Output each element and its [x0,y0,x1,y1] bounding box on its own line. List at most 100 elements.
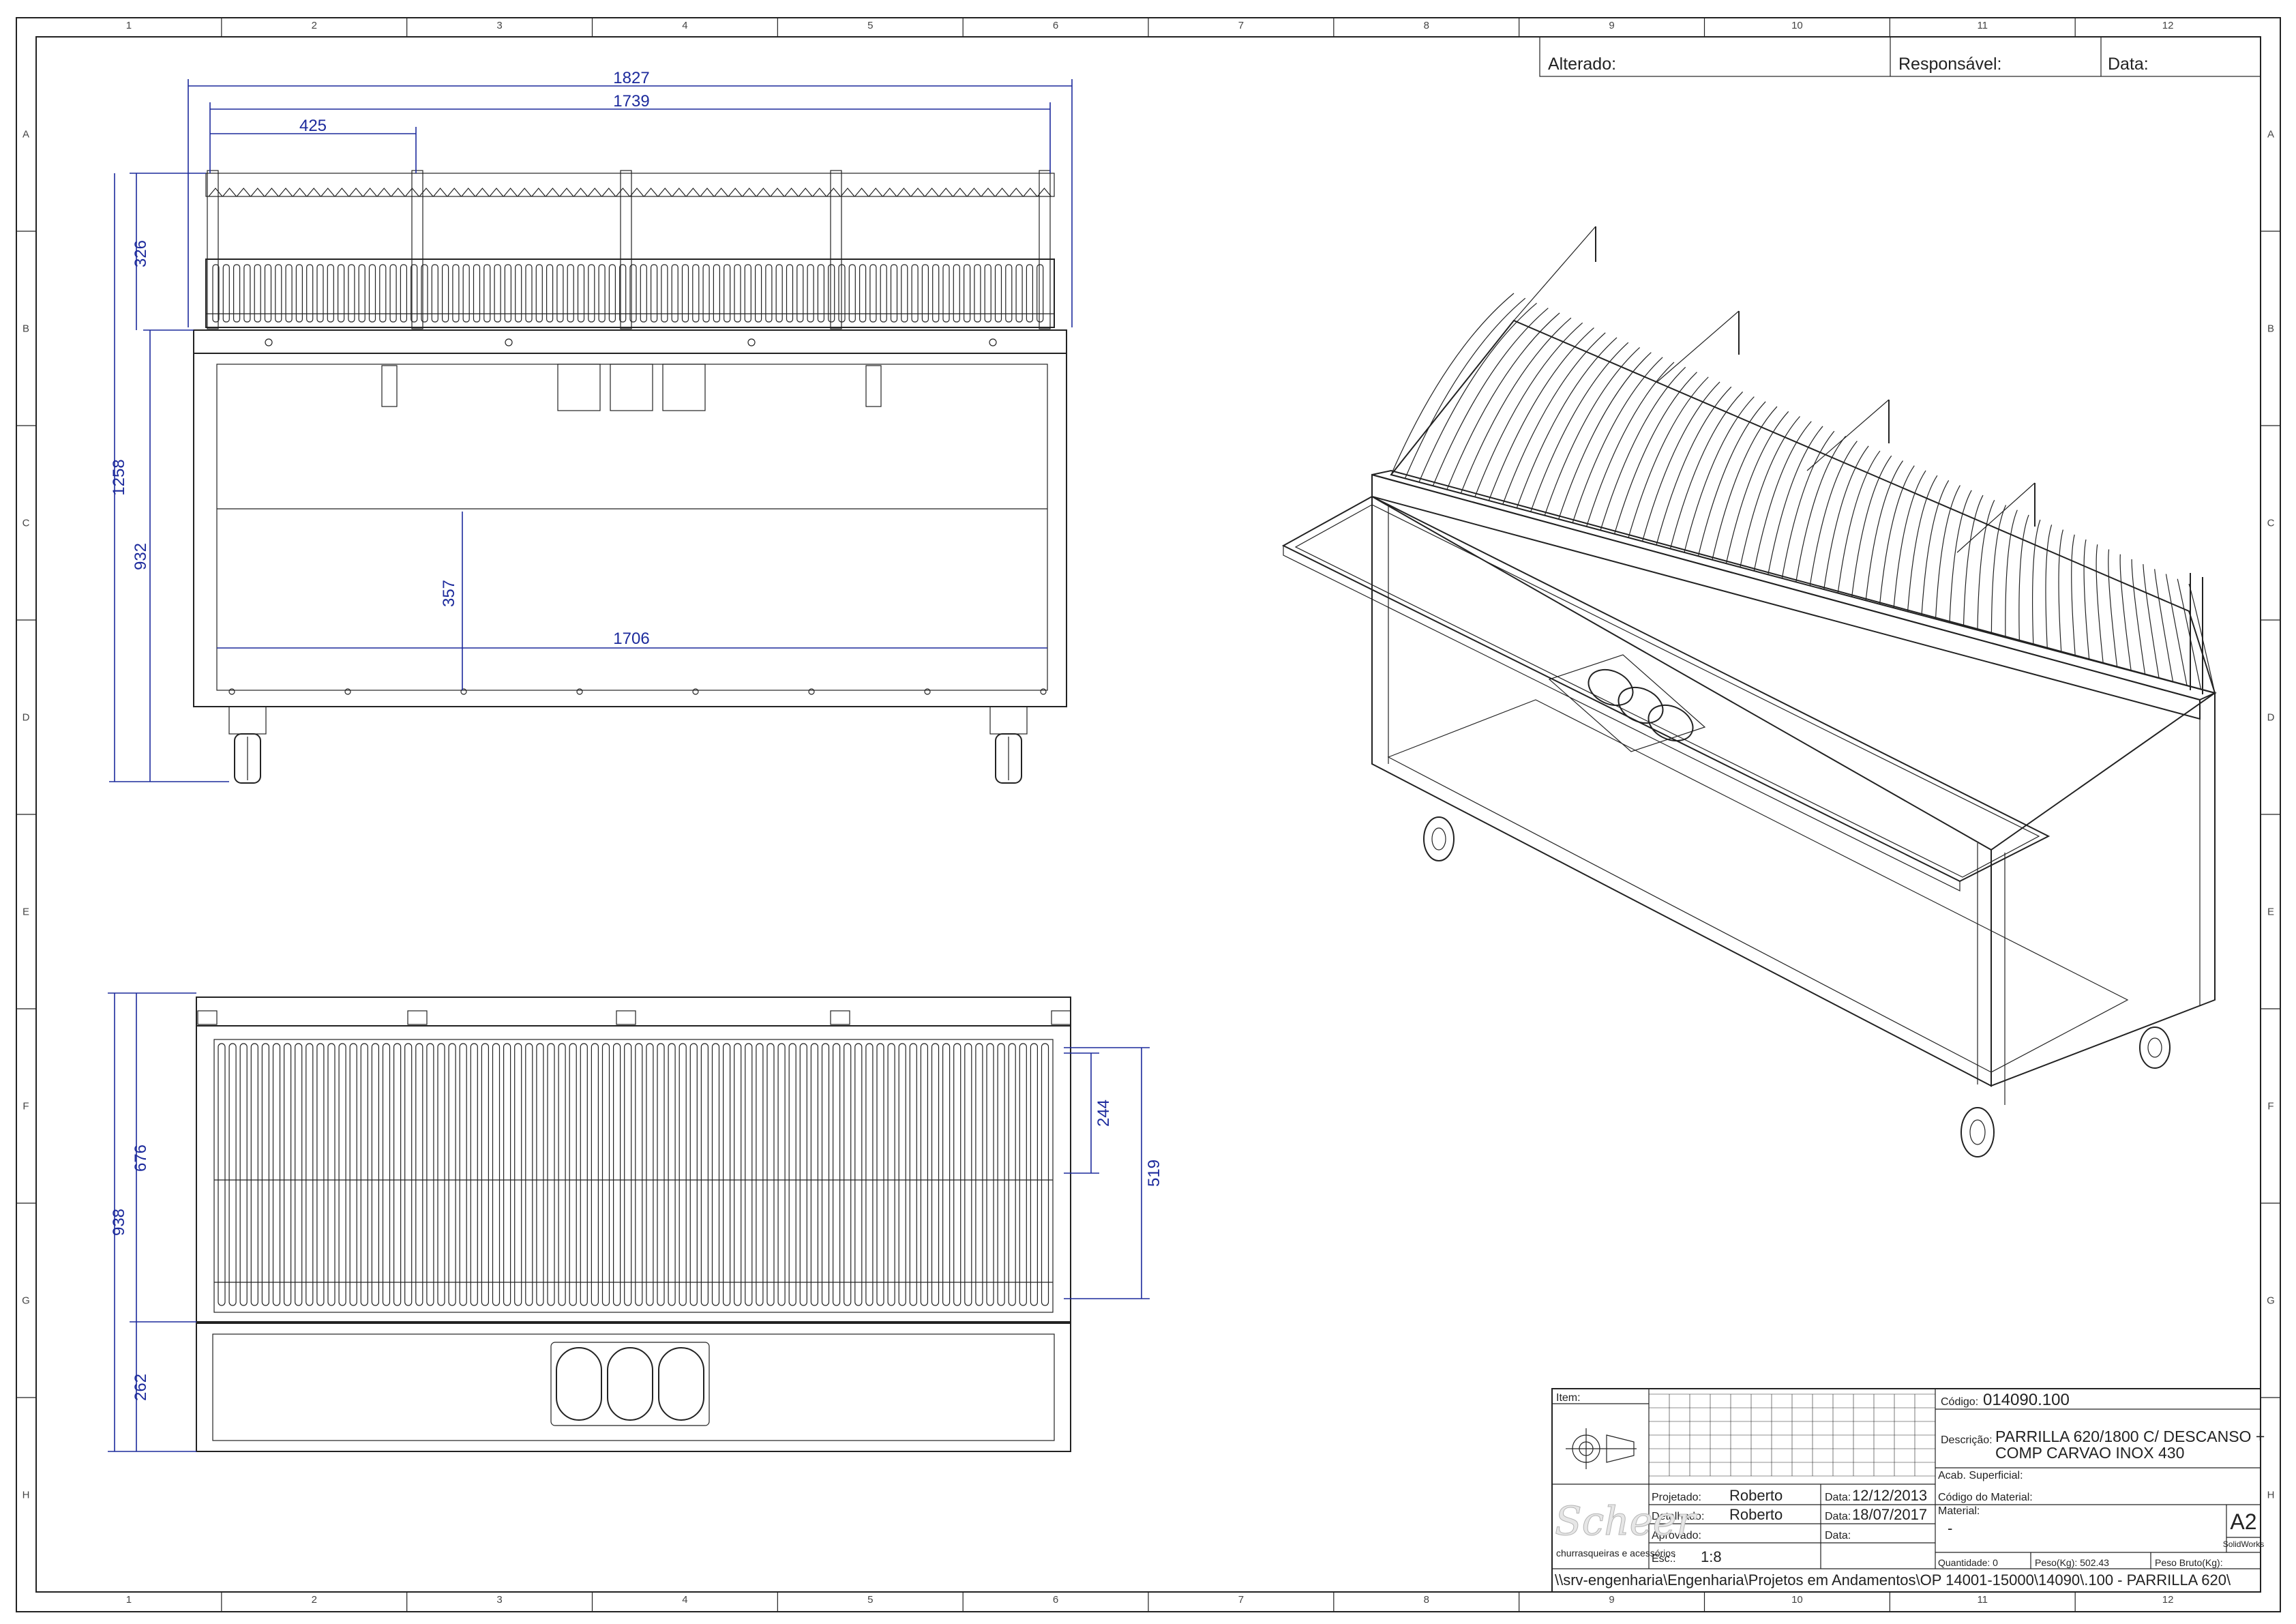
responsible-label: Responsável: [1898,55,2001,74]
detailed-by: Roberto [1729,1506,1783,1523]
zone-row-label: C [23,518,30,529]
front-grill-box [205,259,1055,328]
designed-by: Roberto [1729,1487,1783,1504]
approved-label: Aprovado: [1652,1530,1701,1541]
iso-containers [1548,654,1706,752]
zone-row-label: C [2267,518,2275,529]
scale-label: Esc.: [1652,1553,1676,1565]
iso-wheel-front-left [1423,816,1455,861]
date-label: Data: [2108,55,2149,74]
dim-grid-depth: 519 [1145,1160,1163,1187]
front-left-wheel [228,706,267,784]
zone-row-label: A [23,129,29,141]
svg-text:Scheer: Scheer [1555,1498,1697,1544]
zone-col-label: 8 [1424,1594,1429,1606]
zone-col-label: 8 [1424,20,1429,31]
designed-date-label: Data: [1825,1492,1851,1503]
code-value: 014090.100 [1983,1391,2070,1409]
iso-grill-bars [1390,226,2216,694]
title-block: Item: Código: 014090.100 Descrição: PARR… [1551,1388,2265,1593]
software-label: SolidWorks [2223,1539,2264,1549]
zone-col-label: 11 [1977,1594,1988,1606]
zone-row-label: B [2267,323,2274,335]
zone-row-label: H [23,1490,30,1501]
zone-col-label: 9 [1609,20,1614,31]
dim-grill-height: 326 [132,240,150,267]
iso-lower-shelf [1387,699,2129,1073]
zone-col-label: 10 [1791,1594,1803,1606]
zone-row-label: G [22,1295,30,1307]
top-grill-frame [196,1025,1071,1323]
front-container-2 [610,364,653,411]
finish-label: Acab. Superficial: [1938,1470,2023,1481]
zone-row-label: G [2267,1295,2275,1307]
front-grill-slots [206,188,1054,323]
zone-col-label: 1 [126,20,132,31]
front-container-3 [662,364,706,411]
dim-body-height: 932 [132,543,150,570]
dim-grill-depth: 676 [132,1145,150,1172]
svg-text:churrasqueiras e acessórios: churrasqueiras e acessórios [1556,1548,1675,1559]
zone-row-label: H [2267,1490,2275,1501]
zone-row-label: F [2267,1101,2273,1112]
dim-total-height: 1258 [110,459,128,495]
top-rear-rail [196,996,1071,1027]
scale-value: 1:8 [1701,1548,1722,1565]
front-counter [193,329,1067,354]
front-body [193,353,1067,707]
zone-col-label: 5 [867,20,873,31]
tolerance-table [1648,1393,1936,1477]
zone-col-label: 1 [126,1594,132,1606]
zone-col-label: 12 [2162,20,2174,31]
top-grill-inner [213,1039,1054,1313]
zone-col-label: 3 [496,1594,502,1606]
zone-row-label: E [23,906,29,918]
front-container-1 [557,364,601,411]
zone-row-label: B [23,323,29,335]
top-container-1 [556,1347,602,1421]
detailed-date: 18/07/2017 [1852,1506,1927,1523]
top-posts [197,1010,1071,1025]
top-container-tray [550,1342,710,1426]
dim-inner-width: 1739 [613,92,649,110]
iso-wheel-rear-right [2139,1027,2171,1069]
detailed-date-label: Data: [1825,1511,1851,1522]
zone-row-label: D [23,712,30,724]
front-view: 1827 1739 425 1706 357 326 1258 932 [109,69,1073,784]
top-shelf [196,1323,1071,1452]
weight-label: Peso(Kg): 502.43 [2035,1557,2109,1568]
dim-lower-width: 1706 [613,630,649,648]
front-dots [228,338,1047,695]
dim-overall-width: 1827 [613,69,649,87]
detailed-label: Detalhado: [1652,1511,1704,1522]
projection-symbol-icon [1566,1428,1637,1469]
altered-label: Alterado: [1548,55,1616,74]
zone-col-label: 3 [496,20,502,31]
dim-module-width: 425 [299,117,327,135]
zone-col-label: 7 [1238,20,1244,31]
description-line1: PARRILLA 620/1800 C/ DESCANSO + [1995,1428,2265,1445]
designed-date: 12/12/2013 [1852,1487,1927,1504]
zone-row-label: D [2267,712,2275,724]
description-label: Descrição: [1941,1434,1993,1446]
top-shelf-inner [212,1333,1055,1441]
scheer-logo: Scheer churrasqueiras e acessórios [1555,1498,1698,1559]
description-line2: COMP CARVAO INOX 430 [1995,1444,2184,1462]
zone-col-label: 2 [312,20,317,31]
zone-row-label: E [2267,906,2274,918]
zone-col-label: 6 [1053,1594,1058,1606]
front-right-wheel [989,706,1028,784]
top-container-2 [607,1347,653,1421]
zone-col-label: 6 [1053,20,1058,31]
zone-col-label: 4 [682,20,687,31]
zone-row-label: A [2267,129,2274,141]
iso-body-side [1991,692,2216,1087]
dim-bar-span: 244 [1094,1099,1113,1127]
zone-col-label: 4 [682,1594,687,1606]
gross-weight-label: Peso Bruto(Kg): [2155,1557,2223,1568]
isometric-view [1281,226,2217,1157]
zone-col-label: 5 [867,1594,873,1606]
zone-col-label: 12 [2162,1594,2174,1606]
